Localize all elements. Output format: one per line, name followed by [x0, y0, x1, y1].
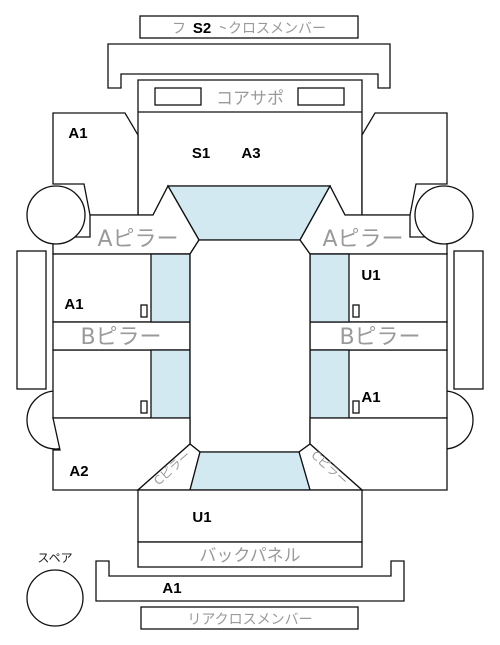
- roof[interactable]: [189, 239, 311, 453]
- left-side-sill[interactable]: [16, 250, 47, 390]
- rear-left-quarter-panel[interactable]: [52, 417, 191, 491]
- rear-right-quarter-panel[interactable]: [309, 417, 448, 491]
- b-pillar-right[interactable]: [309, 321, 448, 351]
- front-left-window[interactable]: [150, 253, 191, 323]
- right-side-sill[interactable]: [453, 250, 484, 390]
- rear-right-door-handle: [352, 400, 360, 414]
- rear-left-quarter-code: A2: [69, 463, 88, 480]
- front-left-door-handle: [140, 304, 148, 318]
- front-cross-member-code: S2: [193, 20, 211, 37]
- rear-right-window[interactable]: [309, 349, 350, 419]
- b-pillar-left[interactable]: [52, 321, 191, 351]
- hood-code-2: A3: [241, 145, 260, 162]
- front-left-door-code: A1: [64, 296, 83, 313]
- rear-left-door-handle: [140, 400, 148, 414]
- b-pillar-left-label: Bピラー: [80, 325, 161, 350]
- rear-right-door-code: A1: [361, 389, 380, 406]
- hood-code-1: S1: [192, 145, 210, 162]
- back-panel[interactable]: [137, 541, 363, 568]
- rear-bumper[interactable]: [95, 560, 405, 602]
- front-left-fender-code: A1: [68, 125, 87, 142]
- core-support-right-slot: [297, 87, 345, 106]
- rear-window[interactable]: [189, 451, 311, 491]
- spare-tire[interactable]: [26, 569, 84, 627]
- front-bumper[interactable]: [107, 43, 391, 89]
- front-cross-member[interactable]: フロントクロスメンバー: [139, 15, 359, 39]
- rear-left-window[interactable]: [150, 349, 191, 419]
- a-pillar-left-label: Aピラー: [97, 227, 178, 252]
- trunk-lid[interactable]: [137, 489, 363, 543]
- code-mask: [184, 18, 220, 36]
- front-right-window[interactable]: [309, 253, 350, 323]
- trunk-code: U1: [192, 509, 211, 526]
- back-panel-label: バックパネル: [199, 546, 300, 566]
- core-support-left-slot: [154, 87, 202, 106]
- front-right-wheel[interactable]: [414, 185, 474, 245]
- front-right-door-code: U1: [361, 267, 380, 284]
- front-left-wheel[interactable]: [26, 185, 86, 245]
- spare-label: スペア: [37, 551, 72, 565]
- core-support-label: コアサポ: [216, 89, 284, 109]
- front-right-door-handle: [352, 304, 360, 318]
- front-right-fender[interactable]: [361, 112, 448, 216]
- b-pillar-right-label: Bピラー: [339, 325, 420, 350]
- rear-cross-member[interactable]: リアクロスメンバー: [140, 606, 359, 630]
- rear-bumper-code: A1: [162, 580, 181, 597]
- a-pillar-right-label: Aピラー: [322, 227, 403, 252]
- rear-cross-member-label: リアクロスメンバー: [187, 612, 312, 628]
